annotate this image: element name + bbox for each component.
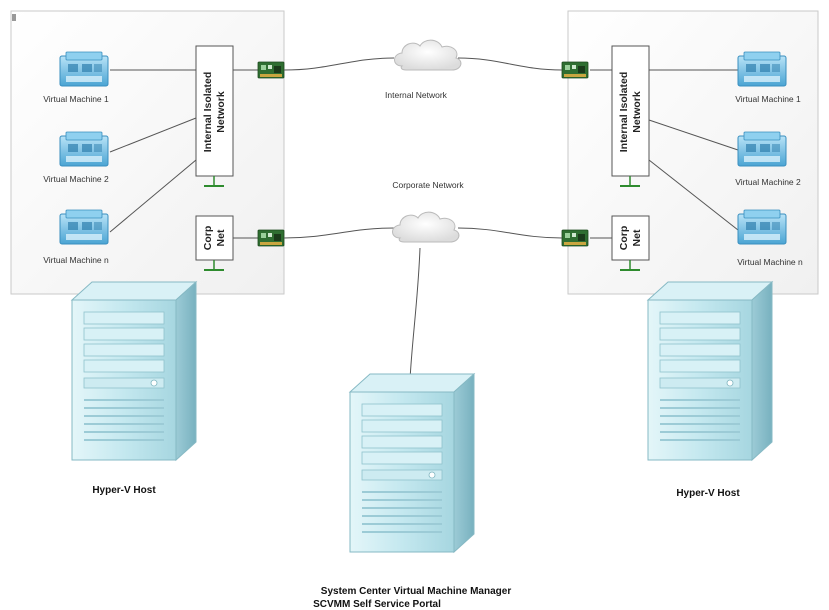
right-vm-n: Virtual Machine n <box>737 209 803 267</box>
network-label: Corporate Network <box>392 180 464 190</box>
network-links <box>283 57 563 381</box>
network-label: Internal Network <box>385 90 448 100</box>
scvmm-server: System Center Virtual Machine Manager SC… <box>313 373 512 610</box>
server-tower-icon <box>647 281 773 461</box>
network-card-icon <box>257 61 285 79</box>
left-hyperv-server: Hyper-V Host <box>71 281 197 496</box>
virtual-machine-icon <box>737 209 787 245</box>
left-vm-2: Virtual Machine 2 <box>43 131 109 184</box>
switch-label: Corp <box>618 226 630 251</box>
network-card-icon <box>561 61 589 79</box>
right-corp-switch: Corp Net <box>611 215 650 271</box>
right-isolated-switch: Internal Isolated Network <box>611 45 650 187</box>
left-vm-n: Virtual Machine n <box>43 209 109 265</box>
right-vm-1: Virtual Machine 1 <box>735 51 801 104</box>
vm-label: Virtual Machine 2 <box>735 177 801 187</box>
switch-label: Internal Isolated <box>202 72 214 153</box>
cloud-icon <box>394 39 462 71</box>
host-label: Hyper-V Host <box>676 488 740 499</box>
corporate-network-cloud: Corporate Network <box>392 180 464 243</box>
switch-label: Internal Isolated <box>618 72 630 153</box>
host-label: Hyper-V Host <box>92 485 156 496</box>
right-connections <box>590 69 739 239</box>
switch-label: Network <box>215 91 227 133</box>
virtual-machine-icon <box>737 51 787 87</box>
right-hyperv-server: Hyper-V Host <box>647 281 773 499</box>
left-corp-switch: Corp Net <box>195 215 234 271</box>
network-card-icon <box>561 229 589 247</box>
manager-label: System Center Virtual Machine Manager <box>321 586 512 597</box>
vm-label: Virtual Machine 2 <box>43 174 109 184</box>
left-isolated-switch: Internal Isolated Network <box>195 45 234 187</box>
left-host-panel <box>10 10 285 295</box>
server-tower-icon <box>349 373 475 553</box>
vm-label: Virtual Machine 1 <box>735 94 801 104</box>
vm-label: Virtual Machine n <box>737 257 803 267</box>
manager-label: SCVMM Self Service Portal <box>313 599 441 610</box>
switch-label: Net <box>215 229 227 246</box>
switch-label: Network <box>631 91 643 133</box>
left-connections <box>109 69 258 239</box>
internal-network-cloud: Internal Network <box>385 39 462 100</box>
virtual-machine-icon <box>59 209 109 245</box>
right-vm-2: Virtual Machine 2 <box>735 131 801 187</box>
server-tower-icon <box>71 281 197 461</box>
cloud-icon <box>392 211 460 243</box>
panel-marker <box>12 14 16 21</box>
switch-label: Corp <box>202 226 214 251</box>
vm-label: Virtual Machine 1 <box>43 94 109 104</box>
virtual-machine-icon <box>59 131 109 167</box>
switch-label: Net <box>631 229 643 246</box>
network-card-icon <box>257 229 285 247</box>
virtual-machine-icon <box>59 51 109 87</box>
left-vm-1: Virtual Machine 1 <box>43 51 109 104</box>
vm-label: Virtual Machine n <box>43 255 109 265</box>
virtual-machine-icon <box>737 131 787 167</box>
